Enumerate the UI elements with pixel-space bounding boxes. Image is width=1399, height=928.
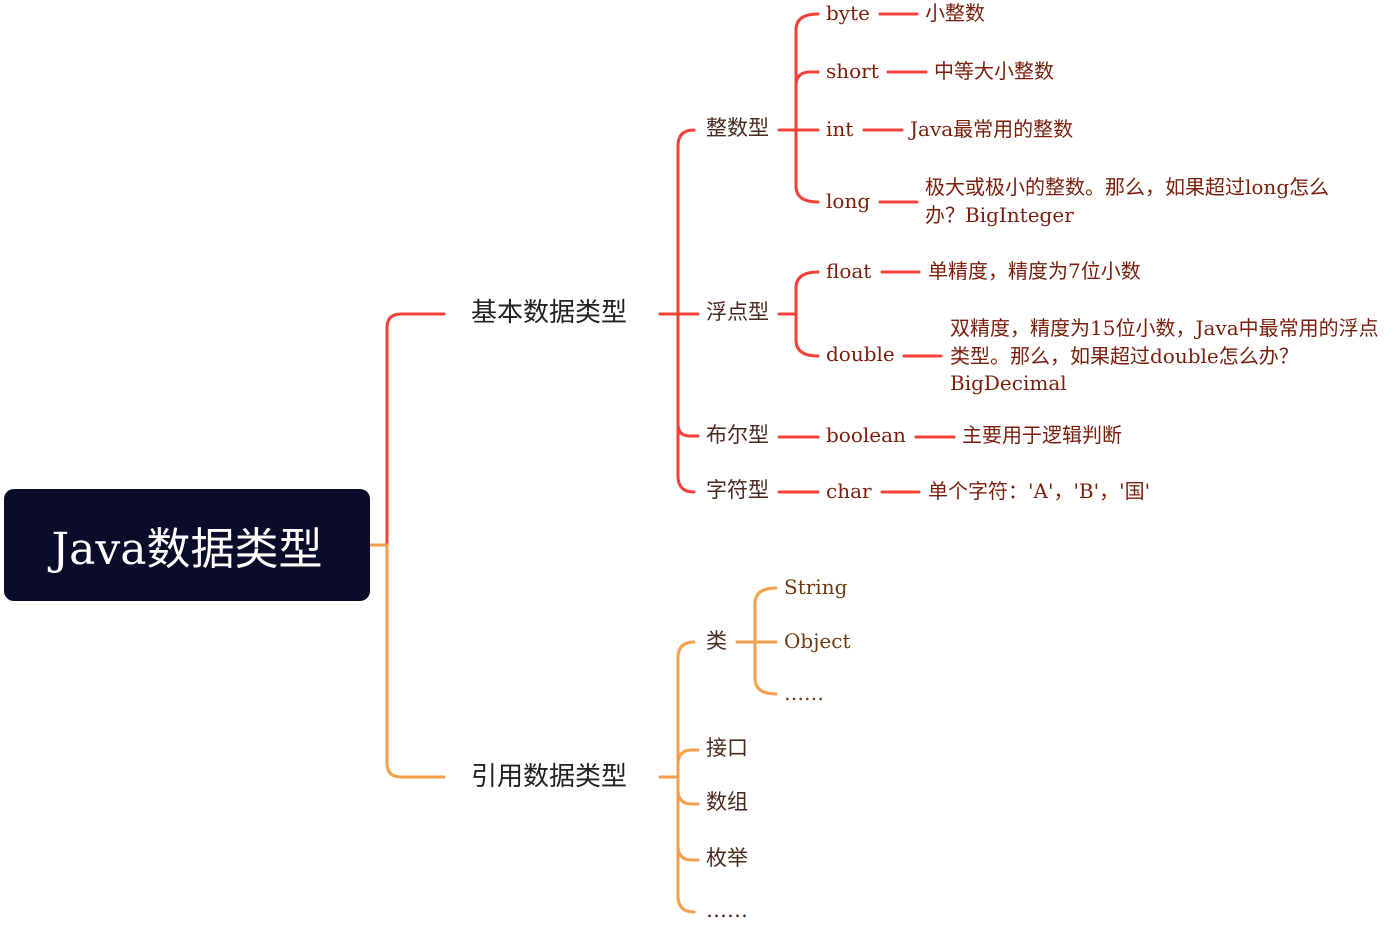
class-more-node[interactable]: …… [784, 681, 824, 705]
boolean-desc: 主要用于逻辑判断 [962, 423, 1122, 447]
byte-desc: 小整数 [925, 1, 985, 25]
int-desc: Java最常用的整数 [910, 117, 1074, 141]
primitive-bracket [676, 128, 696, 494]
float-bracket [794, 270, 820, 358]
reference-to-interface-line [676, 748, 700, 766]
root-to-reference-line [385, 543, 446, 779]
reference-to-enum-line [676, 844, 700, 862]
short-node[interactable]: short [826, 59, 879, 83]
float-group-node[interactable]: 浮点型 [706, 300, 769, 324]
integer-group-node[interactable]: 整数型 [706, 116, 769, 140]
interface-node[interactable]: 接口 [706, 736, 748, 760]
root-to-primitive-line [385, 312, 446, 547]
enum-node[interactable]: 枚举 [706, 846, 748, 870]
reference-to-array-line [676, 788, 700, 806]
boolean-group-node[interactable]: 布尔型 [706, 423, 769, 447]
double-desc-line3: BigDecimal [950, 371, 1067, 395]
char-desc: 单个字符：'A'，'B'，'国' [928, 479, 1151, 503]
reference-types-node[interactable]: 引用数据类型 [471, 762, 628, 792]
class-group-node[interactable]: 类 [706, 629, 727, 653]
reference-more-node[interactable]: …… [706, 898, 748, 922]
primitive-types-node[interactable]: 基本数据类型 [471, 298, 628, 328]
integer-to-short-line [794, 70, 820, 88]
float-desc: 单精度，精度为7位小数 [928, 259, 1141, 283]
int-node[interactable]: int [826, 117, 854, 141]
char-group-node[interactable]: 字符型 [706, 478, 769, 502]
long-desc-line2: 办？BigInteger [925, 203, 1074, 227]
double-node[interactable]: double [826, 342, 895, 366]
reference-bracket [676, 640, 696, 914]
byte-node[interactable]: byte [826, 1, 870, 25]
double-desc-line2: 类型。那么，如果超过double怎么办？ [950, 344, 1299, 368]
string-node[interactable]: String [784, 575, 848, 599]
object-node[interactable]: Object [784, 629, 851, 653]
root-node[interactable]: Java数据类型 [4, 489, 370, 601]
long-desc-line1: 极大或极小的整数。那么，如果超过long怎么 [925, 175, 1330, 199]
array-node[interactable]: 数组 [706, 790, 748, 814]
boolean-node[interactable]: boolean [826, 423, 906, 447]
short-desc: 中等大小整数 [934, 59, 1054, 83]
float-node[interactable]: float [826, 259, 872, 283]
integer-bracket [794, 12, 820, 204]
primitive-to-boolean-line [676, 422, 700, 438]
char-node[interactable]: char [826, 479, 872, 503]
double-desc-line1: 双精度，精度为15位小数，Java中最常用的浮点 [950, 316, 1379, 340]
root-title: Java数据类型 [51, 524, 323, 575]
long-node[interactable]: long [826, 189, 871, 213]
